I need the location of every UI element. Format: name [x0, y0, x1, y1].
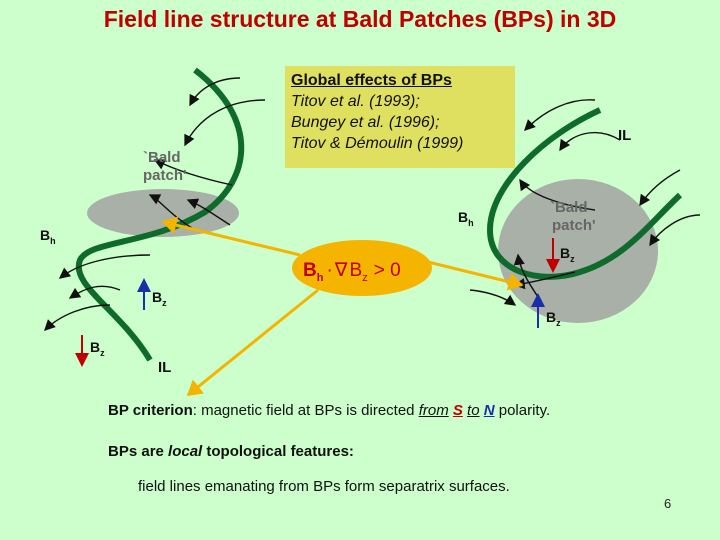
criterion-s: S [453, 402, 463, 419]
left-diagram: `Bald patch' Bh Bz Bz IL [40, 70, 265, 376]
left-bh-label: Bh [40, 227, 56, 246]
criterion-end: polarity. [495, 402, 551, 419]
criterion-to: to [467, 402, 480, 419]
pointer-to-left-patch [163, 222, 300, 255]
criterion-from: from [419, 402, 449, 419]
right-bh-label: Bh [458, 209, 474, 228]
separatrix-text: field lines emanating from BPs form sepa… [138, 478, 510, 495]
left-bz-down-label: Bz [90, 339, 105, 358]
reference-item: Bungey et al. (1996); [291, 112, 509, 133]
left-bz-up-label: Bz [152, 289, 167, 308]
right-bald-label-2: patch' [552, 217, 596, 234]
criterion-label: BP criterion [108, 402, 193, 419]
references-box: Global effects of BPs Titov et al. (1993… [285, 66, 515, 168]
reference-item: Titov et al. (1993); [291, 91, 509, 112]
local-features-text: BPs are local topological features: [108, 443, 354, 460]
reference-item: Titov & Démoulin (1999) [291, 133, 509, 154]
local-word: local [168, 443, 202, 460]
right-bald-label-1: `Bald [550, 199, 588, 216]
pointer-to-criterion [188, 290, 318, 395]
bp-criterion-text: BP criterion: magnetic field at BPs is d… [108, 402, 708, 419]
left-il-label: IL [158, 359, 171, 376]
left-bald-label-2: patch' [143, 167, 187, 184]
right-il-label: IL [618, 127, 631, 144]
criterion-n: N [484, 402, 495, 419]
left-bald-label-1: `Bald [143, 149, 181, 166]
page-number: 6 [664, 496, 671, 511]
references-heading: Global effects of BPs [291, 70, 509, 91]
criterion-body: : magnetic field at BPs is directed [193, 402, 419, 419]
